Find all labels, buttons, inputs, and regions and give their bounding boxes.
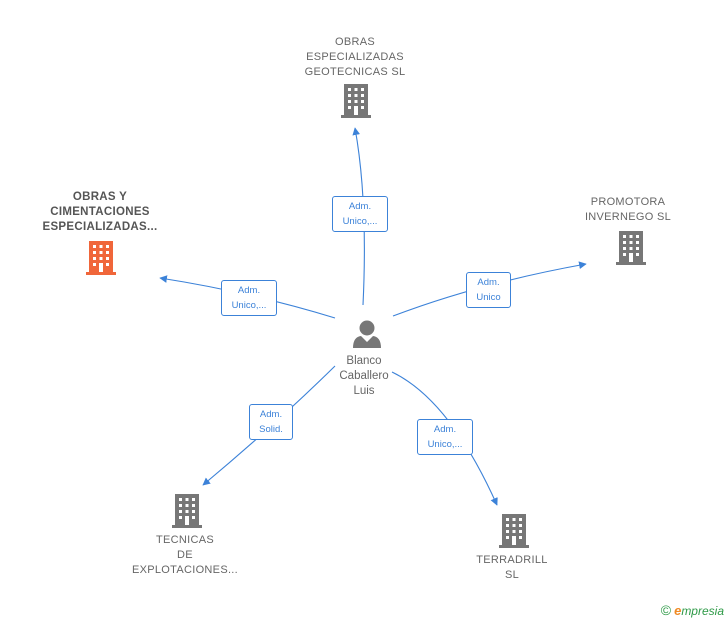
edge-label-cimentaciones[interactable]: Adm. Unico,... — [221, 280, 277, 316]
edge-label-promotora[interactable]: Adm. Unico — [466, 272, 511, 308]
brand-name: mpresia — [681, 604, 724, 618]
person-icon[interactable] — [353, 320, 381, 349]
edge-label-geotecnicas[interactable]: Adm. Unico,... — [332, 196, 388, 232]
brand-initial: e — [674, 603, 682, 618]
building-icon[interactable] — [499, 514, 529, 548]
building-icon[interactable] — [341, 84, 371, 118]
edge-label-tecnicas[interactable]: Adm. Solid. — [249, 404, 293, 440]
node-label-tecnicas[interactable]: TECNICAS DE EXPLOTACIONES... — [131, 534, 239, 576]
node-label-promotora[interactable]: PROMOTORA INVERNEGO SL — [584, 196, 672, 223]
node-label-obras-geotecnicas[interactable]: OBRAS ESPECIALIZADAS GEOTECNICAS SL — [304, 36, 406, 78]
node-label-terradrill[interactable]: TERRADRILL SL — [476, 554, 548, 581]
edge-label-terradrill[interactable]: Adm. Unico,... — [417, 419, 473, 455]
building-icon[interactable] — [616, 231, 646, 265]
building-icon-main[interactable] — [86, 241, 116, 275]
empresia-watermark[interactable]: ©empresia — [661, 602, 724, 618]
copyright-symbol: © — [660, 602, 672, 618]
building-icon[interactable] — [172, 494, 202, 528]
node-label-person[interactable]: Blanco Caballero Luis — [339, 355, 389, 397]
node-label-obras-cimentaciones[interactable]: OBRAS Y CIMENTACIONES ESPECIALIZADAS... — [42, 191, 158, 233]
